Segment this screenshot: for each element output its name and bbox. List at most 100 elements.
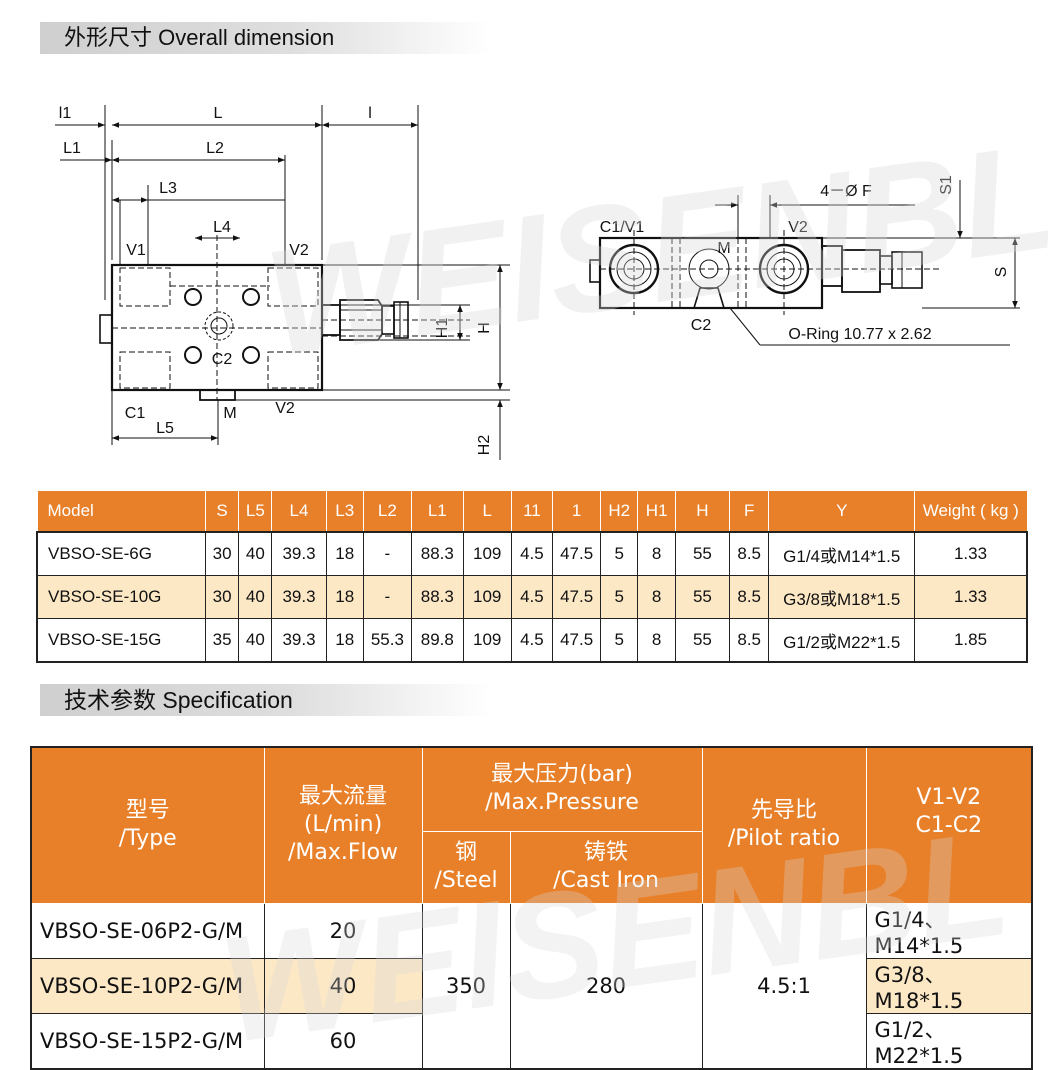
dimension-cell: 88.3 bbox=[410, 531, 464, 576]
dim-label-S1: S1 bbox=[938, 175, 955, 195]
dim-label-L3: L3 bbox=[159, 180, 177, 197]
dimension-cell: 109 bbox=[462, 618, 512, 663]
dimension-cell: 1.33 bbox=[914, 575, 1028, 619]
dimension-header-cell: L1 bbox=[410, 490, 464, 533]
dimension-cell: 55 bbox=[674, 531, 730, 576]
spec-ports-cell: G3/8、M18*1.5 bbox=[865, 957, 1033, 1014]
dim-label-l1: l1 bbox=[59, 105, 72, 122]
dimension-cell: 4.5 bbox=[510, 531, 554, 576]
dimension-cell: G3/8或M18*1.5 bbox=[768, 575, 916, 619]
spec-header-pilot: 先导比 /Pilot ratio bbox=[701, 746, 867, 904]
dimension-cell: G1/2或M22*1.5 bbox=[768, 618, 916, 663]
oring-label: O-Ring 10.77 x 2.62 bbox=[788, 326, 931, 343]
spec-header-type-cn: 型号 bbox=[125, 798, 170, 824]
dimension-header-cell: 11 bbox=[510, 490, 554, 533]
dimension-table-row: VBSO-SE-15G 35 40 39.3 18 55.3 89.8 109 … bbox=[36, 618, 1028, 663]
dimension-cell: 47.5 bbox=[552, 531, 602, 576]
dimension-cell: 8 bbox=[637, 618, 676, 663]
dimension-cell: 18 bbox=[325, 531, 364, 576]
spec-header-ports-b: C1-C2 bbox=[915, 813, 983, 838]
dimension-cell: 8.5 bbox=[728, 618, 770, 663]
dim-label-L4: L4 bbox=[213, 219, 231, 236]
spec-pilot-ratio-cell: 4.5:1 bbox=[701, 902, 867, 1069]
spec-header-steel-cn: 钢 bbox=[454, 840, 477, 865]
port-label-C2: C2 bbox=[212, 351, 233, 368]
port-label-M: M bbox=[223, 405, 236, 422]
dimension-cell: 18 bbox=[325, 618, 364, 663]
spec-header-pilot-en: /Pilot ratio bbox=[727, 826, 841, 852]
dimension-cell: 8 bbox=[637, 531, 676, 576]
dimension-cell: 40 bbox=[238, 531, 273, 576]
dimension-header-cell: L3 bbox=[325, 490, 364, 533]
spec-steel-cell: 350 bbox=[421, 902, 511, 1069]
port-label-V2-top: V2 bbox=[289, 242, 309, 259]
technical-drawing: l1 L l L1 L2 L3 L4 V1 V2 C2 C1 L5 M V2 H… bbox=[55, 105, 1020, 460]
dim-label-S: S bbox=[993, 267, 1010, 278]
dimension-cell: 40 bbox=[238, 575, 273, 619]
spec-header-flow: 最大流量 (L/min) /Max.Flow bbox=[263, 746, 423, 904]
dimension-cell: 55.3 bbox=[362, 618, 412, 663]
dimension-table: Model S L5 L4 L3 L2 L1 L 11 1 H2 H1 H F … bbox=[36, 490, 1028, 663]
spec-header-steel-en: /Steel bbox=[434, 868, 498, 893]
valve-body-side bbox=[598, 236, 824, 310]
port-label-V1: V1 bbox=[126, 242, 146, 259]
dimension-cell: 4.5 bbox=[510, 618, 554, 663]
dimension-header-cell: L2 bbox=[362, 490, 412, 533]
dim-label-H2: H2 bbox=[476, 435, 493, 456]
spec-header-iron-en: /Cast Iron bbox=[553, 868, 659, 893]
dim-label-H: H bbox=[476, 322, 493, 334]
dimension-cell: 30 bbox=[204, 531, 240, 576]
spec-header-ports: V1-V2 C1-C2 bbox=[865, 746, 1033, 904]
dimension-header-cell: H2 bbox=[600, 490, 639, 533]
dimension-cell: 39.3 bbox=[271, 531, 327, 576]
dimension-cell: 5 bbox=[600, 575, 639, 619]
dim-label-L: L bbox=[214, 105, 223, 122]
dimension-header-cell: L5 bbox=[238, 490, 273, 533]
dimension-cell: 30 bbox=[204, 575, 240, 619]
spec-type-cell: VBSO-SE-10P2-G/M bbox=[30, 957, 265, 1014]
dimension-cell: 4.5 bbox=[510, 575, 554, 619]
port-label-C1V1: C1/V1 bbox=[600, 219, 645, 236]
dimension-cell: 8.5 bbox=[728, 575, 770, 619]
spec-type-cell: VBSO-SE-06P2-G/M bbox=[30, 902, 265, 959]
dimension-cell: VBSO-SE-15G bbox=[36, 618, 206, 663]
spec-ports-cell: G1/4、M14*1.5 bbox=[865, 902, 1033, 959]
dimension-cell: 109 bbox=[462, 531, 512, 576]
dimension-header-cell: S bbox=[204, 490, 240, 533]
section-header-overall-dimension: 外形尺寸 Overall dimension bbox=[40, 22, 492, 54]
spec-header-iron: 铸铁 /Cast Iron bbox=[509, 830, 703, 904]
dimension-header-cell: 1 bbox=[552, 490, 602, 533]
dimension-cell: - bbox=[362, 531, 412, 576]
dimension-header-cell: H bbox=[674, 490, 730, 533]
spec-header-ports-a: V1-V2 bbox=[916, 785, 982, 810]
port-label-V2-side: V2 bbox=[788, 219, 808, 236]
section-header-specification: 技术参数 Specification bbox=[40, 684, 492, 716]
dimension-cell: VBSO-SE-6G bbox=[36, 531, 206, 576]
spec-header-pressure-cn: 最大压力(bar) bbox=[491, 762, 633, 788]
spec-header-iron-cn: 铸铁 bbox=[584, 840, 629, 865]
dim-label-H1: H1 bbox=[434, 318, 451, 339]
dimension-cell: 47.5 bbox=[552, 575, 602, 619]
spec-header-row: 型号 /Type 最大流量 (L/min) /Max.Flow 最大压力(bar… bbox=[30, 746, 1033, 904]
dimension-cell: VBSO-SE-10G bbox=[36, 575, 206, 619]
spec-header-pressure: 最大压力(bar) /Max.Pressure bbox=[421, 746, 703, 832]
dimension-cell: G1/4或M14*1.5 bbox=[768, 531, 916, 576]
dimension-cell: 5 bbox=[600, 531, 639, 576]
port-label-C1: C1 bbox=[125, 405, 146, 422]
dimension-header-cell: Model bbox=[36, 490, 206, 533]
spec-header-flow-unit: (L/min) bbox=[303, 812, 383, 838]
dimension-cell: 1.33 bbox=[914, 531, 1028, 576]
dimension-cell: 8.5 bbox=[728, 531, 770, 576]
port-label-V2-bottom: V2 bbox=[275, 400, 295, 417]
port-label-C2-side: C2 bbox=[691, 317, 712, 334]
dimension-cell: 47.5 bbox=[552, 618, 602, 663]
dim-label-L5: L5 bbox=[156, 420, 174, 437]
spec-header-flow-cn: 最大流量 bbox=[298, 784, 387, 810]
spec-type-cell: VBSO-SE-15P2-G/M bbox=[30, 1012, 265, 1069]
spec-cast-iron-cell: 280 bbox=[509, 902, 703, 1069]
dimension-cell: 88.3 bbox=[410, 575, 464, 619]
dimension-cell: 39.3 bbox=[271, 575, 327, 619]
dimension-header-cell: H1 bbox=[637, 490, 676, 533]
spec-header-type: 型号 /Type bbox=[30, 746, 265, 904]
dimension-cell: 89.8 bbox=[410, 618, 464, 663]
